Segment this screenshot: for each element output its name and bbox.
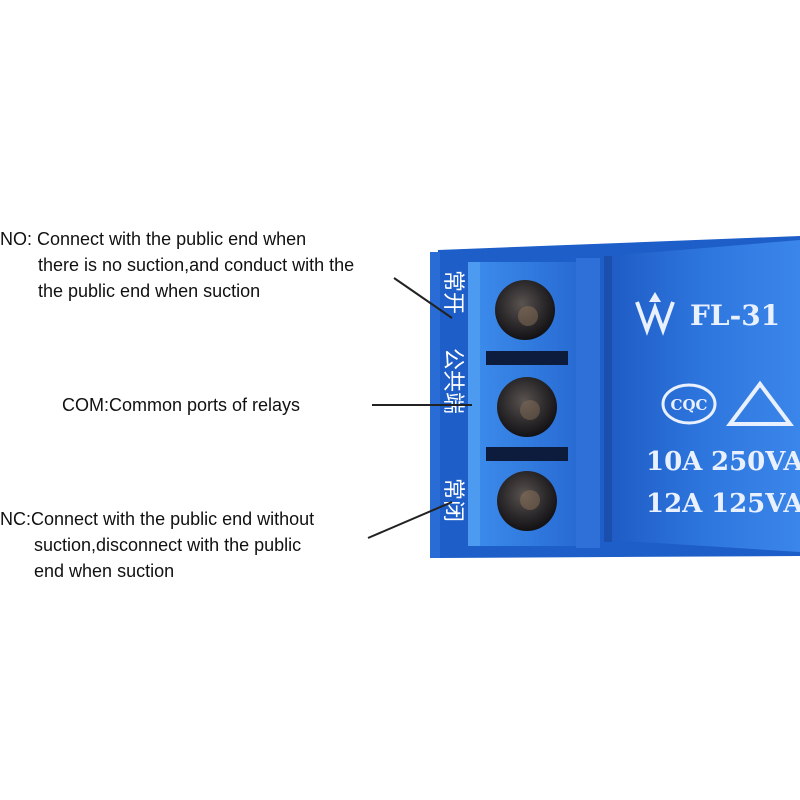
silk-no: 常开 <box>440 270 465 314</box>
terminal-block <box>468 258 600 548</box>
callout-nc-line2: suction,disconnect with the public <box>34 535 302 555</box>
silk-nc: 常闭 <box>440 478 465 522</box>
callout-com-line1: COM:Common ports of relays <box>62 395 301 415</box>
callout-no-line1: NO: Connect with the public end when <box>0 229 307 249</box>
rating1-current: 10A <box>646 447 703 477</box>
callout-nc-line1: NC:Connect with the public end without <box>0 509 315 529</box>
rating2-voltage: 125VAC <box>711 489 800 519</box>
callout-nc: NC:Connect with the public end without s… <box>0 506 314 584</box>
silk-com: 公共端 <box>440 348 465 414</box>
callout-no: NO: Connect with the public end when the… <box>0 226 354 304</box>
separator-1 <box>486 351 568 365</box>
cqc-label: CQC <box>671 396 708 414</box>
callout-nc-line3: end when suction <box>34 561 175 581</box>
callout-com: COM:Common ports of relays <box>62 392 300 418</box>
warning-triangle-icon <box>726 380 794 426</box>
rating2-current: 12A <box>646 489 703 519</box>
leader-line-nc <box>367 501 453 539</box>
relay-body: FL-31 CQC 10A 250VAC 12A 125VAC <box>604 240 800 552</box>
relay-model: FL-31 <box>690 299 780 332</box>
callout-no-line3: the public end when suction <box>38 281 261 301</box>
rating1-voltage: 250VAC <box>711 447 800 477</box>
leader-line-no <box>393 277 453 319</box>
callout-no-line2: there is no suction,and conduct with the <box>38 255 355 275</box>
screw-com <box>497 377 557 437</box>
relay-logo-icon <box>635 292 675 336</box>
separator-2 <box>486 447 568 461</box>
cqc-mark <box>661 383 717 425</box>
